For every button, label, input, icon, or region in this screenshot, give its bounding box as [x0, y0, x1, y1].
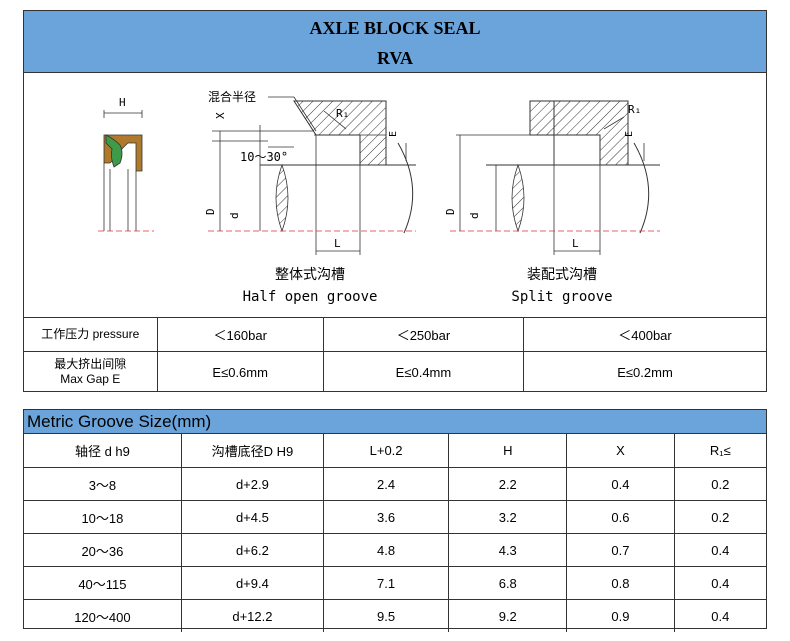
cell: 0.9	[566, 599, 675, 632]
table-row: 20～36 d+6.2 4.8 4.3 0.7 0.4	[24, 533, 766, 567]
table-row: 3～8 d+2.9 2.4 2.2 0.4 0.2	[24, 467, 766, 501]
cell: 3.2	[448, 500, 567, 534]
header-h: H	[448, 433, 567, 468]
cell: 20～36	[24, 533, 182, 567]
table-row: 40～115 d+9.4 7.1 6.8 0.8 0.4	[24, 566, 766, 600]
dim-x-label: X	[214, 112, 227, 119]
cell: d+4.5	[180, 500, 324, 534]
cell: 9.5	[322, 599, 449, 632]
cell: 6.8	[448, 566, 567, 600]
gap-value-1: E≤0.6mm	[156, 351, 324, 392]
cell: 0.6	[566, 500, 675, 534]
cell: 0.4	[673, 566, 766, 600]
cell: 0.4	[673, 533, 766, 567]
cell: 40～115	[24, 566, 182, 600]
half-open-groove-figure: 混合半径 R₁ X 10～30° D d E L	[204, 89, 416, 305]
dim-e-label-1: E	[388, 131, 399, 137]
performance-table: 工作压力 pressure ＜160bar ＜250bar ＜400bar 最大…	[24, 317, 766, 392]
cell: 0.8	[566, 566, 675, 600]
product-model: RVA	[376, 48, 414, 68]
cell: 7.1	[322, 566, 449, 600]
split-groove-cn: 装配式沟槽	[527, 267, 597, 283]
pressure-label: 工作压力 pressure	[24, 317, 157, 352]
split-groove-en: Split groove	[511, 289, 612, 305]
product-title: AXLE BLOCK SEAL	[309, 18, 481, 38]
dim-h-label: H	[119, 96, 126, 109]
cell: 4.3	[448, 533, 567, 567]
pressure-open-groove: ＜160bar	[156, 317, 324, 352]
gap-label: 最大挤出间隙 Max Gap E	[24, 351, 157, 392]
dim-D-label-1: D	[204, 208, 217, 215]
cell: 120～400	[24, 599, 182, 632]
dim-r1-label: R₁	[336, 107, 349, 120]
cell: 0.2	[673, 467, 766, 501]
half-open-groove-cn: 整体式沟槽	[275, 267, 345, 283]
header-shaft-dia: 轴径 d h9	[24, 433, 182, 468]
cell: 9.2	[448, 599, 567, 632]
mixed-radius-label: 混合半径	[208, 89, 256, 104]
pressure-mid: ＜250bar	[322, 317, 524, 352]
cell: 0.4	[673, 599, 766, 632]
gap-row: 最大挤出间隙 Max Gap E E≤0.6mm E≤0.4mm E≤0.2mm	[24, 351, 766, 392]
groove-drawing: H 混合半径 R₁ X 10～30° D d	[98, 89, 660, 305]
gap-label-en: Max Gap E	[60, 372, 121, 386]
dim-l-label-2: L	[572, 237, 579, 250]
dim-d-label-1: d	[228, 212, 241, 219]
header-l: L+0.2	[322, 433, 449, 468]
metric-groove-table: 轴径 d h9 沟槽底径D H9 L+0.2 H X R₁≤ 3～8 d+2.9…	[24, 433, 766, 632]
cell: d+9.4	[180, 566, 324, 600]
table-row: 10～18 d+4.5 3.6 3.2 0.6 0.2	[24, 500, 766, 534]
dim-r1-label-2: R₁	[628, 103, 641, 116]
header-groove-dia: 沟槽底径D H9	[180, 433, 324, 468]
gap-value-3: E≤0.2mm	[523, 351, 766, 392]
half-open-groove-en: Half open groove	[243, 289, 378, 305]
dim-d-label-2: d	[468, 212, 481, 219]
cell: d+6.2	[180, 533, 324, 567]
cell: 3～8	[24, 467, 182, 501]
cell: 2.2	[448, 467, 567, 501]
dim-l-label-1: L	[334, 237, 341, 250]
cell: 3.6	[322, 500, 449, 534]
seal-spec-panel: AXLE BLOCK SEAL RVA H 混合半径	[23, 10, 767, 392]
cell: 10～18	[24, 500, 182, 534]
header-x: X	[566, 433, 675, 468]
cell: 0.7	[566, 533, 675, 567]
title-band: AXLE BLOCK SEAL RVA	[24, 11, 766, 73]
table-header-row: 轴径 d h9 沟槽底径D H9 L+0.2 H X R₁≤	[24, 433, 766, 468]
metric-groove-panel: Metric Groove Size(mm) 轴径 d h9 沟槽底径D H9 …	[23, 409, 767, 632]
dim-D-label-2: D	[444, 208, 457, 215]
cell: 0.2	[673, 500, 766, 534]
pressure-row: 工作压力 pressure ＜160bar ＜250bar ＜400bar	[24, 317, 766, 352]
cell: 4.8	[322, 533, 449, 567]
gap-label-cn: 最大挤出间隙	[54, 357, 127, 371]
cell: 0.4	[566, 467, 675, 501]
cell: d+2.9	[180, 467, 324, 501]
cell: d+12.2	[180, 599, 324, 632]
angle-label: 10～30°	[240, 150, 288, 164]
gap-value-2: E≤0.4mm	[322, 351, 524, 392]
metric-title: Metric Groove Size(mm)	[24, 410, 766, 433]
table-row: 120～400 d+12.2 9.5 9.2 0.9 0.4	[24, 599, 766, 632]
cell: 2.4	[322, 467, 449, 501]
seal-profile: H	[98, 96, 154, 232]
dim-e-label-2: E	[624, 131, 635, 137]
split-groove-figure: R₁ D d E L 装配式沟槽 Split groove	[444, 100, 660, 305]
pressure-split-groove: ＜400bar	[523, 317, 766, 352]
header-r1: R₁≤	[673, 433, 766, 468]
